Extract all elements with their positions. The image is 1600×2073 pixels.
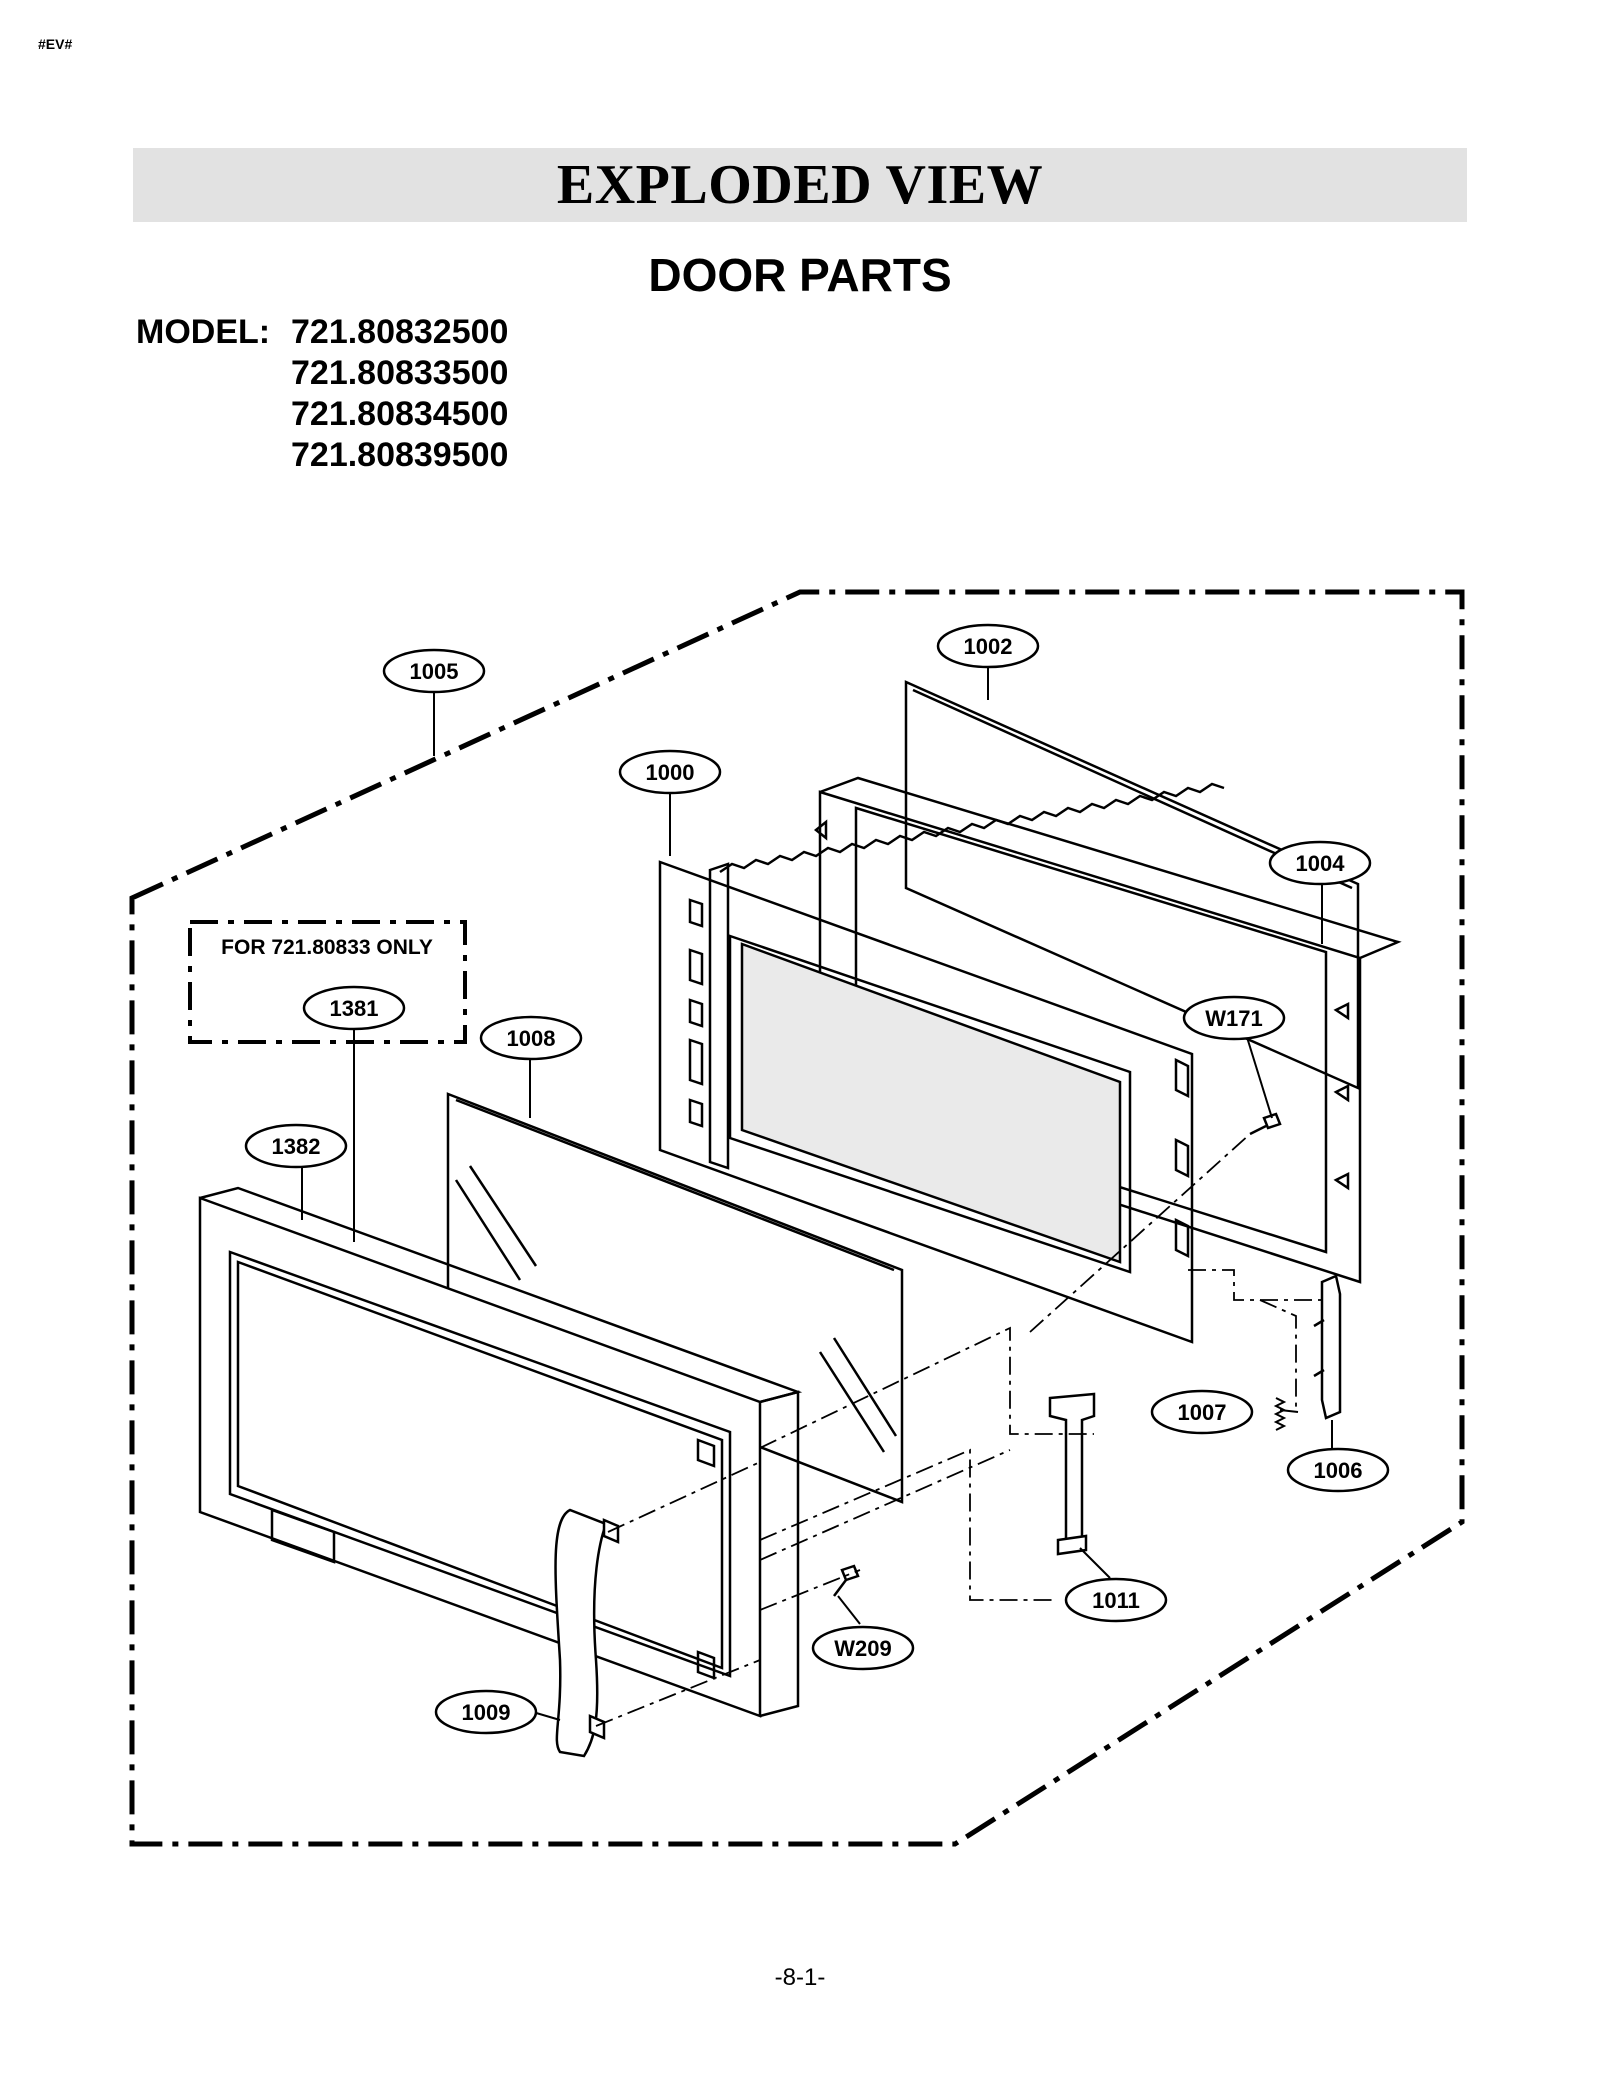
callout-label: 1000 <box>646 760 695 785</box>
model-list: MODEL: 721.80832500 721.80833500 721.8083… <box>136 312 508 476</box>
model-label: MODEL: <box>136 313 271 351</box>
callout-1005: 1005 <box>382 648 486 694</box>
model-number: 721.80833500 <box>291 354 509 392</box>
callout-1381: 1381 <box>302 985 406 1031</box>
callout-w171: W171 <box>1182 995 1286 1041</box>
callout-label: 1381 <box>330 996 379 1021</box>
callout-1002: 1002 <box>936 623 1040 669</box>
page-title: EXPLODED VIEW <box>556 154 1044 216</box>
title-band: EXPLODED VIEW <box>133 148 1467 222</box>
callout-w209: W209 <box>811 1625 915 1671</box>
model-number: 721.80834500 <box>291 395 509 433</box>
document-tag: #EV# <box>38 36 73 52</box>
page-number: -8-1- <box>774 1964 826 1991</box>
callout-label: 1004 <box>1296 851 1346 876</box>
callout-label: 1008 <box>507 1026 556 1051</box>
callout-label: 1006 <box>1314 1458 1363 1483</box>
callout-1009: 1009 <box>434 1689 538 1735</box>
callout-1382: 1382 <box>244 1123 348 1169</box>
callout-1011: 1011 <box>1064 1577 1168 1623</box>
callout-1008: 1008 <box>479 1015 583 1061</box>
assembly-guide-lines <box>595 1133 1322 1727</box>
model-number: 721.80832500 <box>291 313 509 351</box>
part-1011-latch <box>1048 1392 1096 1556</box>
callout-label: 1011 <box>1092 1588 1140 1613</box>
callout-label: 1007 <box>1178 1400 1227 1425</box>
part-1000-door-frame <box>658 782 1225 1344</box>
section-subtitle: DOOR PARTS <box>648 249 952 301</box>
part-1002-panel <box>904 680 1360 1090</box>
callout-label: 1382 <box>272 1134 321 1159</box>
part-w209-screw <box>833 1564 860 1597</box>
callout-1004: 1004 <box>1268 840 1372 886</box>
callout-1000: 1000 <box>618 749 722 795</box>
part-1008-glass <box>446 1092 904 1504</box>
model-number: 721.80839500 <box>291 436 509 474</box>
note-box-border <box>188 920 467 1044</box>
part-1006-hook-lever <box>1313 1274 1342 1420</box>
callout-label: W171 <box>1205 1006 1262 1031</box>
assembly-boundary <box>129 589 1465 1847</box>
callout-label: W209 <box>834 1636 891 1661</box>
part-1007-spring <box>1273 1397 1287 1431</box>
note-box-text: FOR 721.80833 ONLY <box>221 936 433 959</box>
part-1382-door-panel <box>198 1186 803 1718</box>
callout-label: 1002 <box>964 634 1013 659</box>
callout-1007: 1007 <box>1150 1389 1254 1435</box>
callout-leaders <box>301 666 1333 1721</box>
callout-label: 1005 <box>410 659 459 684</box>
part-w171-screw <box>1249 1112 1282 1136</box>
callout-1006: 1006 <box>1286 1447 1390 1493</box>
callout-label: 1009 <box>462 1700 511 1725</box>
part-1009-handle <box>554 1508 620 1758</box>
